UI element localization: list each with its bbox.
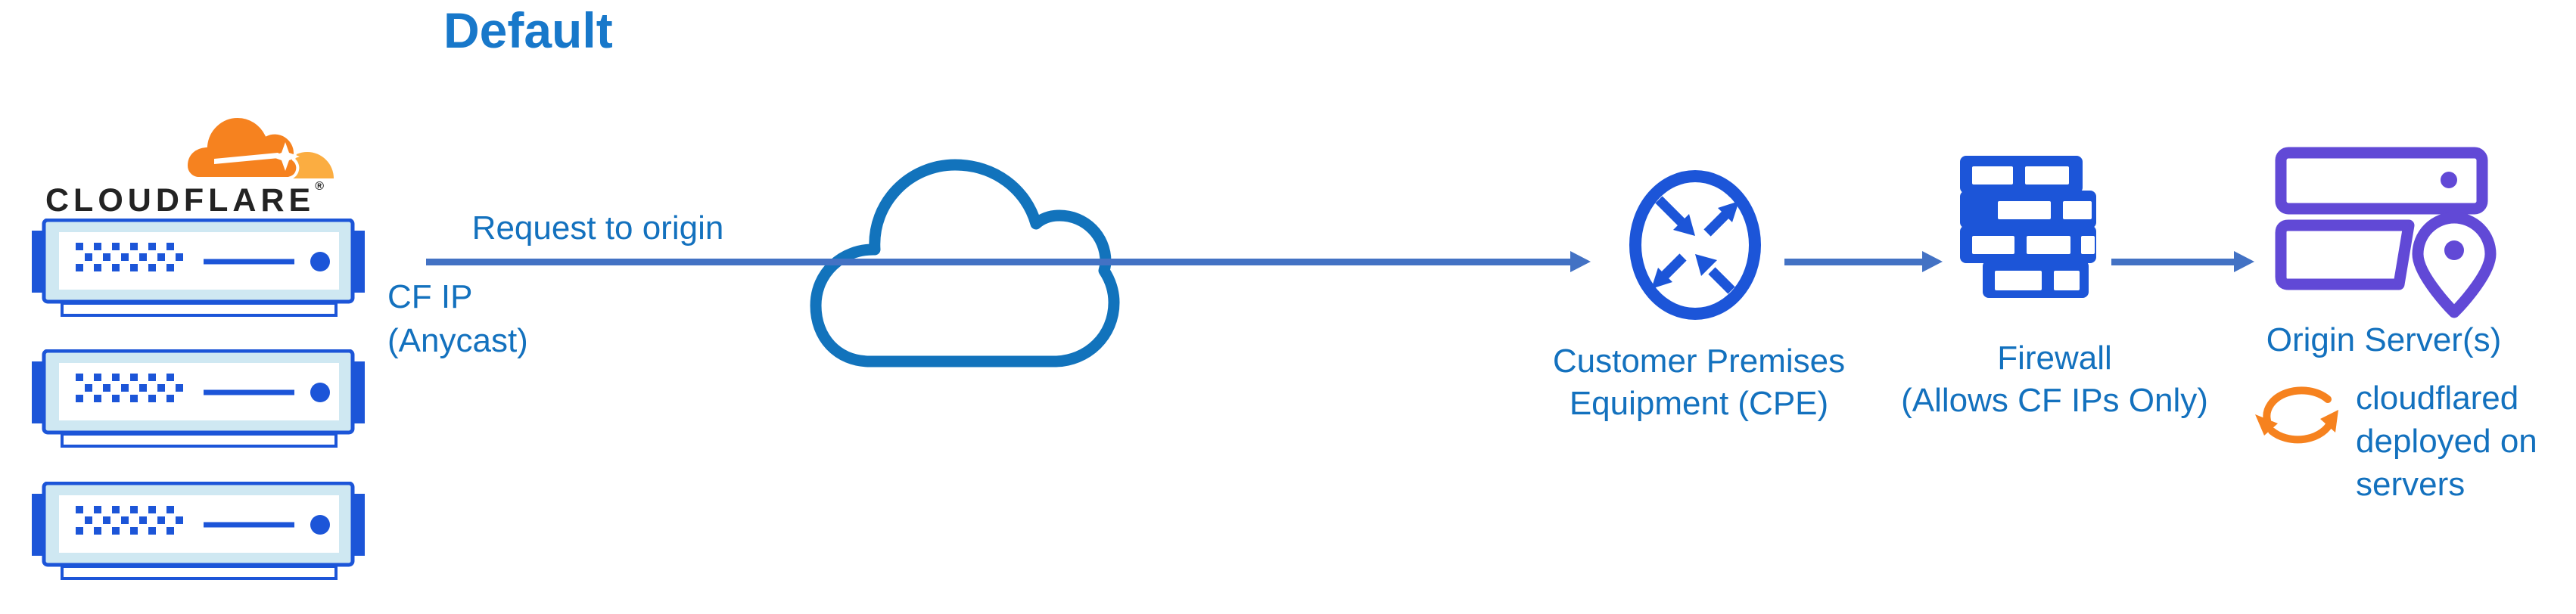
firewall-label-line1: Firewall (1997, 340, 2112, 377)
arrowhead-icon (1570, 251, 1591, 272)
cloudflare-wordmark-text: CLOUDFLARE (45, 182, 316, 219)
cf-ip-label-line2: (Anycast) (387, 322, 528, 359)
registered-trademark: ® (315, 180, 324, 193)
flow-line-firewall-to-origin (2111, 259, 2234, 265)
cloudflared-note: cloudflared deployed on servers (2356, 377, 2537, 506)
flow-line-cpe-to-firewall (1784, 259, 1922, 265)
arrowhead-icon (2234, 251, 2254, 272)
cloudflare-server-icon (32, 481, 365, 585)
cpe-router-icon (1629, 169, 1762, 324)
flow-line-cf-to-cpe (426, 259, 1570, 265)
cloudflared-sync-icon (2254, 380, 2347, 454)
firewall-label: Firewall (Allows CF IPs Only) (1873, 337, 2236, 422)
origin-server-icon (2272, 144, 2499, 325)
cpe-label-line1: Customer Premises (1552, 343, 1846, 380)
cpe-label-line2: Equipment (CPE) (1569, 385, 1829, 422)
cloudflared-note-line1: cloudflared (2356, 380, 2519, 417)
cf-ip-label-line1: CF IP (387, 278, 473, 315)
origin-server-label: Origin Server(s) (2266, 321, 2502, 358)
cpe-label: Customer Premises Equipment (CPE) (1510, 340, 1888, 425)
cloudflare-server-icon (32, 349, 365, 453)
cloudflare-server-icon (32, 218, 365, 322)
cloudflare-wordmark: CLOUDFLARE® (45, 180, 324, 219)
internet-cloud-icon (808, 110, 1120, 374)
request-to-origin-label: Request to origin (471, 209, 724, 247)
firewall-icon (1958, 156, 2098, 303)
cloudflared-note-line3: servers (2356, 466, 2466, 503)
arrowhead-icon (1922, 251, 1943, 272)
firewall-label-line2: (Allows CF IPs Only) (1901, 382, 2208, 419)
cf-ip-anycast-label: CF IP (Anycast) (387, 275, 528, 363)
cloudflare-logo-icon (184, 110, 335, 184)
cloudflared-note-line2: deployed on (2356, 423, 2537, 460)
page-title: Default (443, 2, 613, 58)
